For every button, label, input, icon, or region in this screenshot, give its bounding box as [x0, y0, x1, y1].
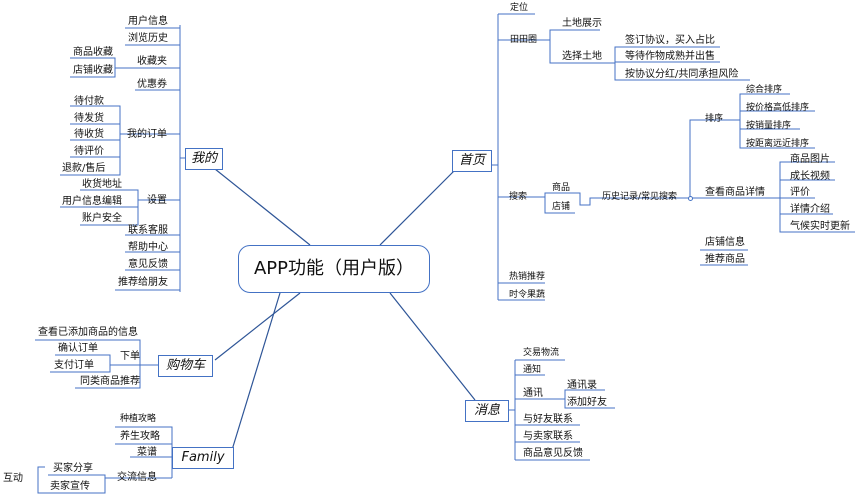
search-history: 历史记录/常见搜索 — [602, 192, 678, 202]
msg-friends: 与好友联系 — [523, 414, 573, 425]
chat-add-friend: 添加好友 — [567, 397, 607, 408]
mine-user-info: 用户信息 — [128, 16, 168, 27]
link-center-home — [379, 164, 461, 246]
exchange-buyer: 买家分享 — [53, 463, 93, 474]
field-land-display: 土地展示 — [562, 18, 602, 29]
cart-pay: 支付订单 — [54, 360, 94, 371]
center-topic: APP功能（用户版） — [238, 245, 430, 293]
home-hot: 热销推荐 — [509, 272, 546, 282]
fav-goods: 商品收藏 — [73, 47, 113, 58]
home-seasonal: 时令果蔬 — [509, 290, 546, 300]
sort-option-2: 按价格高低排序 — [746, 103, 810, 113]
select-option-2: 等待作物成熟并出售 — [625, 51, 715, 62]
order-refund: 退款/售后 — [62, 163, 106, 174]
cart-order: 下单 — [120, 351, 140, 362]
settings-edit: 用户信息编辑 — [62, 196, 122, 207]
settings-address: 收货地址 — [82, 179, 122, 190]
select-option-3: 按协议分红/共同承担风险 — [625, 69, 739, 80]
recommended-goods: 推荐商品 — [705, 254, 745, 265]
branch-family: Family — [172, 447, 234, 469]
mine-help: 帮助中心 — [128, 242, 168, 253]
link-center-messages — [389, 292, 476, 401]
msg-sellers: 与卖家联系 — [523, 431, 573, 442]
field-select-land: 选择土地 — [562, 51, 602, 62]
order-pay: 待付款 — [74, 96, 104, 107]
family-interact: 互动 — [3, 473, 23, 484]
search-target-goods: 商品 — [552, 183, 571, 193]
order-ship: 待发货 — [74, 113, 104, 124]
settings-security: 账户安全 — [82, 213, 122, 224]
sort-option-3: 按销量排序 — [746, 121, 792, 131]
mine-browse: 浏览历史 — [128, 33, 168, 44]
family-recipes: 菜谱 — [137, 447, 157, 458]
msg-notice: 通知 — [523, 365, 542, 375]
mine-service: 联系客服 — [128, 225, 168, 236]
fav-shop: 店铺收藏 — [73, 65, 113, 76]
branch-mine: 我的 — [185, 148, 223, 170]
family-planting: 种植攻略 — [120, 414, 157, 424]
sort-label: 排序 — [705, 114, 724, 124]
link-center-mine — [209, 164, 311, 246]
link-center-family — [231, 292, 281, 451]
select-option-1: 签订协议，买入占比 — [625, 35, 715, 46]
cart-view: 查看已添加商品的信息 — [38, 327, 138, 338]
mine-favorites: 收藏夹 — [137, 56, 167, 67]
chat-contacts: 通讯录 — [567, 380, 597, 391]
link-center-cart — [214, 292, 301, 361]
order-review: 待评价 — [74, 146, 104, 157]
sort-option-1: 综合排序 — [746, 85, 783, 95]
msg-logistics: 交易物流 — [523, 348, 560, 358]
order-receive: 待收货 — [74, 129, 104, 140]
home-search: 搜索 — [509, 192, 528, 202]
mine-recommend: 推荐给朋友 — [118, 277, 168, 288]
family-exchange: 交流信息 — [117, 472, 157, 483]
branch-home: 首页 — [452, 150, 492, 172]
exchange-seller: 卖家宣传 — [50, 481, 90, 492]
cart-confirm: 确认订单 — [58, 343, 98, 354]
mine-feedback: 意见反馈 — [128, 259, 168, 270]
mine-settings: 设置 — [147, 195, 167, 206]
shop-info: 店铺信息 — [705, 237, 745, 248]
msg-feedback: 商品意见反馈 — [523, 448, 583, 459]
home-field: 田田圈 — [510, 35, 538, 45]
branch-cart: 购物车 — [158, 355, 213, 377]
mine-orders: 我的订单 — [127, 129, 167, 140]
cart-similar: 同类商品推荐 — [80, 376, 140, 387]
detail-item-4: 详情介绍 — [790, 204, 830, 215]
mine-coupons: 优惠券 — [137, 79, 167, 90]
detail-item-1: 商品图片 — [790, 154, 830, 165]
sort-option-4: 按距离远近排序 — [746, 139, 810, 149]
detail-item-5: 气候实时更新 — [790, 221, 850, 232]
detail-item-3: 评价 — [790, 187, 810, 198]
details-label: 查看商品详情 — [705, 187, 765, 198]
branch-messages: 消息 — [465, 400, 509, 422]
node-collapse-icon — [688, 196, 693, 201]
msg-chat: 通讯 — [523, 388, 543, 399]
home-location: 定位 — [510, 3, 529, 13]
search-target-shop: 店铺 — [552, 202, 571, 212]
detail-item-2: 成长视频 — [790, 171, 830, 182]
family-health: 养生攻略 — [120, 431, 160, 442]
